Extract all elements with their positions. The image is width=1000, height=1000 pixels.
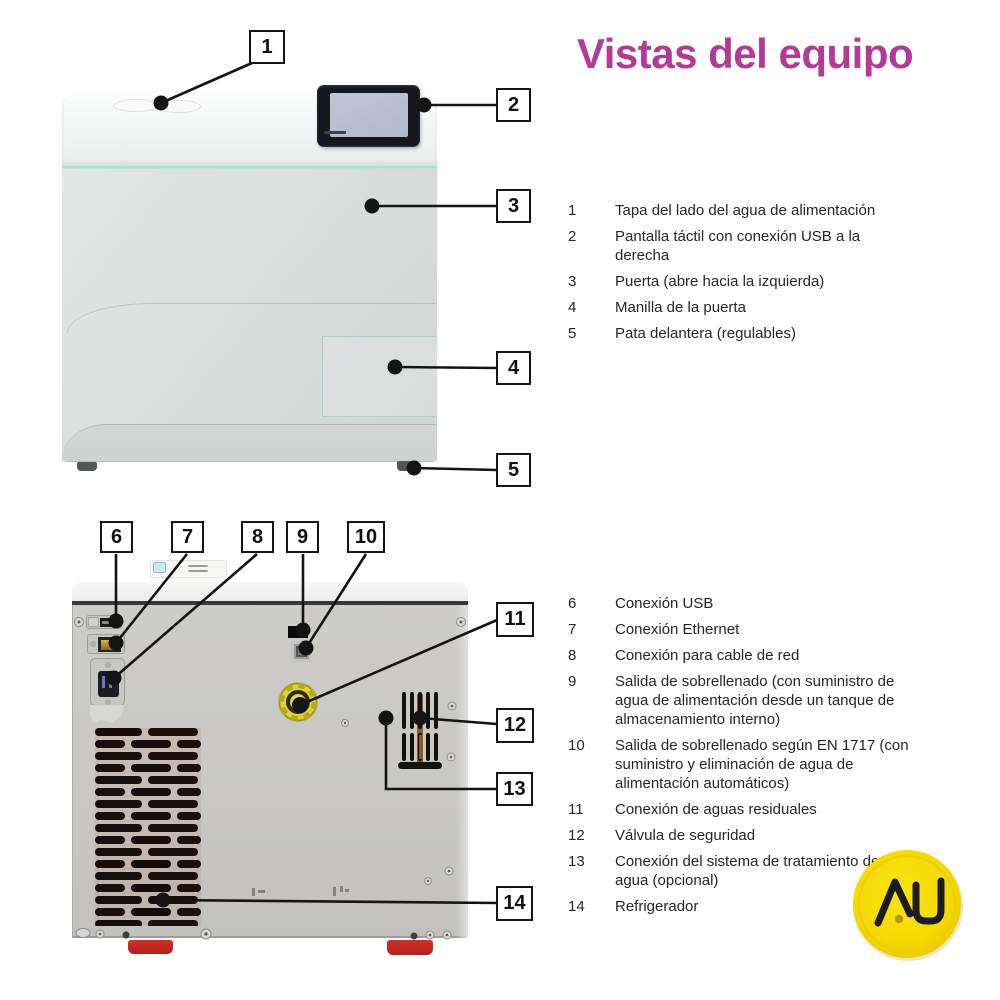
back-foot-left (128, 940, 173, 954)
panel-marking-left (252, 888, 266, 900)
back-view-illustration (0, 500, 560, 1000)
front-trim-line (62, 164, 437, 169)
door-handle (322, 336, 437, 417)
touchscreen (317, 85, 420, 147)
callout-box-4: 4 (496, 351, 531, 385)
callout-box-6: 6 (100, 521, 133, 553)
cooler-grille (95, 728, 201, 926)
callout-box-7: 7 (171, 521, 204, 553)
front-foot-left (77, 462, 97, 471)
touchscreen-display (330, 93, 408, 137)
back-foot-right (387, 940, 433, 955)
touchscreen-buttons (324, 131, 346, 134)
lid-recess-right (155, 100, 201, 113)
callout-box-3: 3 (496, 189, 531, 223)
usb-plate-screw (88, 617, 99, 627)
back-lid-shadow (72, 601, 468, 605)
ethernet-screw (90, 641, 96, 647)
au-logo-dot (894, 914, 904, 924)
door-bottom-strip (62, 424, 437, 461)
panel-screws (74, 617, 466, 940)
au-logo-coin (853, 850, 963, 961)
panel-marking-right (333, 886, 349, 898)
au-logo-mark (874, 877, 945, 927)
callout-box-2: 2 (496, 88, 531, 122)
door-crease (67, 303, 437, 333)
callout-box-14: 14 (496, 886, 533, 921)
au-logo: AU (850, 848, 964, 962)
front-view-illustration (0, 0, 560, 500)
power-cover-flap (90, 705, 124, 723)
page-title: Vistas del equipo (577, 30, 914, 77)
front-foot-right (397, 461, 412, 471)
callout-box-5: 5 (496, 453, 531, 487)
callout-box-13: 13 (496, 772, 533, 806)
callout-box-1: 1 (249, 30, 285, 64)
callout-box-10: 10 (347, 521, 385, 553)
callout-box-8: 8 (241, 521, 274, 553)
lid-recess-left (113, 99, 159, 112)
callout-box-12: 12 (496, 708, 534, 743)
callout-box-11: 11 (496, 602, 534, 637)
callout-box-9: 9 (286, 521, 319, 553)
